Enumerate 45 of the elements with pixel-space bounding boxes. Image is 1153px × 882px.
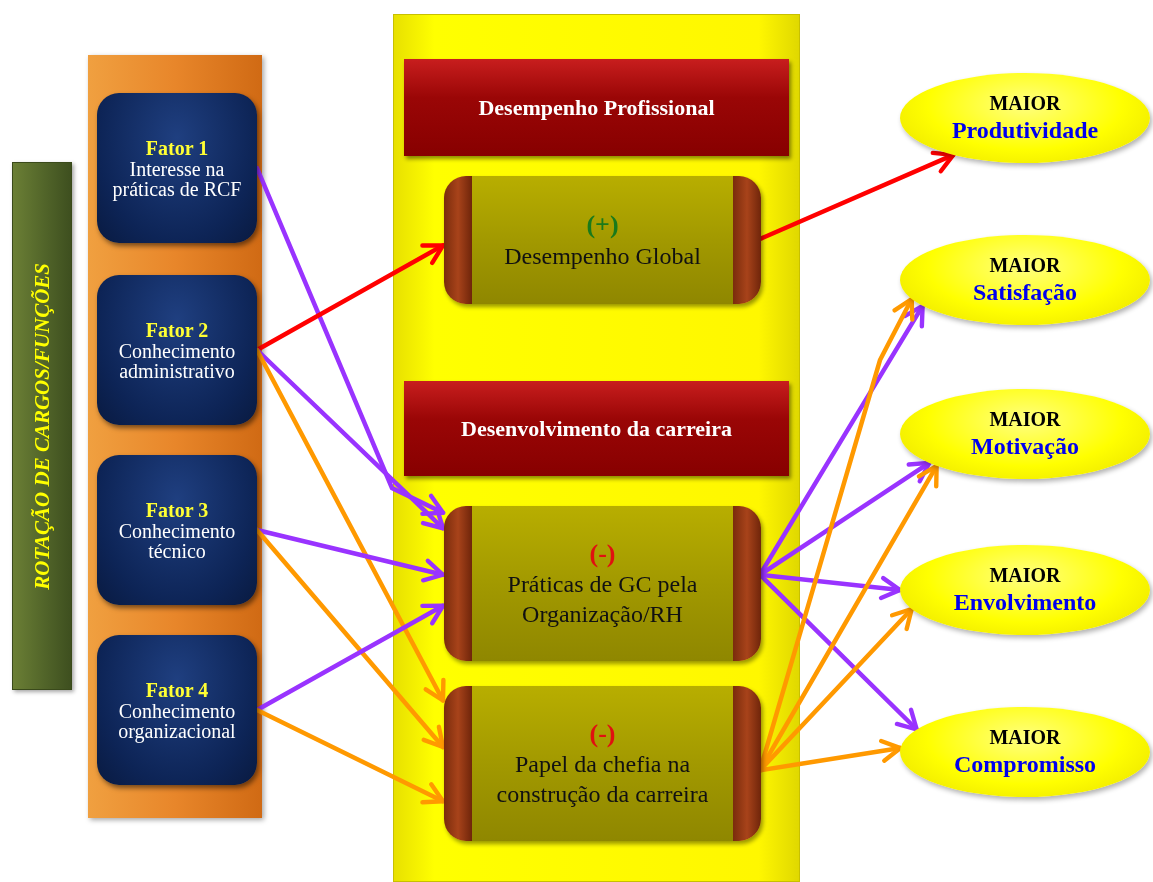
outcome-text: Motivação [971,432,1079,461]
section-header [404,381,789,476]
factor-box [97,93,257,243]
effect-sign: (-) [589,537,616,570]
outcome-qualifier: MAIOR [989,725,1061,751]
outcome-text: Produtividade [951,116,1099,145]
factor-description: Conhecimento técnico [117,521,237,561]
header-text: Desenvolvimento da carreira [461,415,732,442]
result-box [444,506,761,661]
factor-title: Fator 4 [145,679,209,701]
factor-box [97,635,257,785]
arrow [254,243,446,353]
arrow [254,165,446,517]
outcome-qualifier: MAIOR [989,91,1061,117]
outcome-text: Compromisso [953,750,1097,779]
factor-description: Interesse na práticas de RCF [111,159,243,199]
factor-title: Fator 2 [145,319,209,341]
outcome-qualifier: MAIOR [989,563,1061,589]
factor-box [97,455,257,605]
section-header [404,59,789,156]
result-box [444,176,761,304]
result-text: Desempenho Global [504,241,701,271]
factor-description: Conhecimento organizacional [117,701,237,741]
effect-sign: (-) [589,717,616,750]
arrow [254,527,446,750]
outcome-qualifier: MAIOR [989,407,1061,433]
factor-title: Fator 3 [145,499,209,521]
result-text: Papel da chefia na construção da carreira [495,750,710,810]
effect-sign: (+) [586,209,619,241]
result-text: Práticas de GC pela Organização/RH [506,570,699,630]
outcome-column [393,14,800,882]
result-box [444,686,761,841]
factor-column [88,55,262,818]
outcome-text: Envolvimento [953,588,1097,617]
outcome-text: Satisfação [973,278,1077,307]
factor-box [97,275,257,425]
factor-description: Conhecimento administrativo [117,341,237,381]
arrow [254,347,446,703]
arrow [254,603,446,713]
factor-title: Fator 1 [145,137,209,159]
vertical-label: ROTAÇÃO DE CARGOS/FUNÇÕES [29,262,55,590]
outcome-qualifier: MAIOR [989,253,1061,279]
side-label-band [12,162,72,690]
header-text: Desempenho Profissional [478,94,715,121]
arrow [254,707,446,805]
